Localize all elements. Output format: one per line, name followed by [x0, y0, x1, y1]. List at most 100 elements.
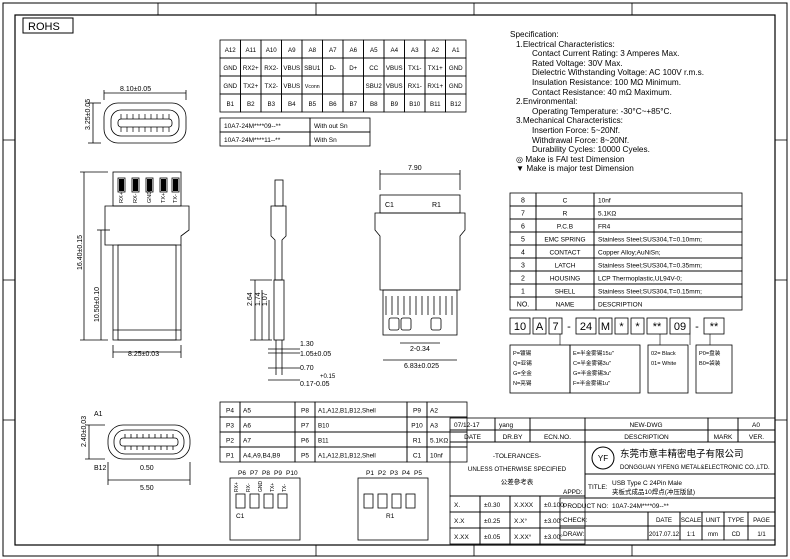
appd-label: APPD: [563, 489, 583, 496]
bom-no: 2 [521, 276, 525, 283]
pad-label: RX- [133, 193, 139, 203]
dim-side-070: 0.70 [300, 365, 314, 372]
top-view [88, 90, 187, 144]
spec-mark-text: Make is FAI test Dimension [525, 154, 625, 164]
pin-signal: TX2- [265, 83, 278, 90]
pin-signal: D+ [349, 65, 357, 72]
tolerance-unless: UNLESS OTHERWISE SPECIFIED [468, 466, 567, 473]
pad-label: RX+ [119, 192, 125, 203]
pin-signal: GND [223, 65, 237, 72]
pin-signal: TX1- [408, 65, 421, 72]
pin-signal: RX1+ [427, 83, 443, 90]
pad-label: TX- [173, 194, 179, 203]
spec-line: Insulation Resistance: 100 MΩ Minimum. [532, 78, 682, 87]
bom-name: LATCH [555, 263, 576, 270]
section-view [374, 170, 466, 361]
spec-line: Durability Cycles: 10000 Cyeles. [532, 145, 650, 155]
option-item: G=半金雾锡3u" [573, 369, 611, 377]
pn-code-box [532, 317, 547, 335]
bom-description: 10nf [598, 198, 611, 205]
meta-header: DATE [656, 517, 672, 524]
pn-code-box [703, 317, 725, 335]
product-number: 10A7-24M****09--** [612, 503, 669, 510]
pcb-pin-label: P7 [250, 470, 258, 477]
pn-code-char: * [635, 321, 640, 333]
meta-header: PAGE [753, 517, 770, 524]
bom-description: FR4 [598, 224, 611, 231]
pin-num: A12 [225, 47, 237, 54]
revision-mark: A0 [752, 422, 760, 429]
pn-code-box [598, 317, 613, 335]
tolerance-cell [539, 527, 586, 545]
dim-pcb-234: 2-0.34 [410, 346, 430, 353]
pad-label: GND [147, 191, 153, 203]
option-item: N=亮锡 [513, 379, 532, 387]
pinmap-signal: A4,A9,B4,B9 [243, 453, 281, 460]
pin-num: A5 [370, 47, 378, 54]
spec-line: Dielectric Withstanding Voltage: AC 100V… [532, 68, 705, 78]
bom-name: HOUSING [550, 276, 580, 283]
pn-code-char: 09 [674, 321, 686, 333]
variant-description: With Sn [314, 137, 337, 144]
pin-table-cell [322, 75, 344, 95]
side-view [250, 179, 300, 381]
revision-description: NEW-DWG [629, 422, 662, 429]
tolerance-key: X.X [454, 518, 465, 525]
pcb-pad-label: RX+ [234, 482, 240, 492]
end-b12-label: B12 [94, 465, 107, 472]
pinmap-cell [426, 446, 468, 463]
dim-body-length: 10.50±0.10 [94, 287, 101, 322]
bom-name: EMC SPRING [544, 237, 585, 244]
pcb-footprint-drawings [229, 477, 429, 541]
company-name-cn: 东莞市意丰精密电子有限公司 [620, 448, 744, 460]
pinmap-signal: A2 [430, 408, 438, 415]
meta-value: 2017.07.12 [649, 532, 680, 538]
pin-num: B4 [288, 101, 296, 108]
pcb-pad-label: GND [258, 481, 264, 493]
end-view-contacts [124, 434, 174, 450]
pin-num: A10 [266, 47, 278, 54]
spec-line: Rated Voltage: 30V Max. [532, 58, 623, 68]
pin-num: B6 [329, 101, 337, 108]
pinmap-pin: P4 [226, 408, 234, 415]
bom-no: 5 [521, 237, 525, 244]
pin-num: B1 [226, 101, 234, 108]
tolerance-title: -TOLERANCES- [493, 453, 541, 460]
option-item: G=全金 [513, 369, 532, 377]
option-item: Q=亚锡 [513, 359, 532, 367]
pinmap-signal: B11 [318, 438, 329, 445]
pin-signal: SBU2 [366, 83, 383, 90]
pcb-pin-label: P6 [238, 470, 246, 477]
title-label: TITLE: [588, 484, 608, 491]
section-c1-label: C1 [385, 202, 394, 209]
pn-code-char: - [695, 321, 699, 333]
bom-no: 1 [521, 289, 525, 296]
pin-num: A1 [452, 47, 460, 54]
front-view [80, 171, 190, 358]
pinmap-pin: P5 [301, 453, 309, 460]
pcb-c1-label: C1 [236, 513, 245, 520]
pinmap-signal: A7 [243, 438, 251, 445]
pinmap-pin: P6 [301, 438, 309, 445]
pn-code-box [548, 317, 563, 335]
pinmap-pin: R1 [413, 438, 422, 445]
pinmap-pin: P7 [301, 423, 309, 430]
revision-cell [529, 417, 586, 431]
pin-num: B7 [349, 101, 357, 108]
bom-name: NAME [556, 302, 575, 309]
pin-num: A2 [431, 47, 439, 54]
pn-code-char: ** [710, 321, 719, 333]
pcb-pin-label: P4 [402, 470, 410, 477]
spec-line: Contact Resistance: 40 mΩ Maximum. [532, 87, 672, 97]
dim-width-790: 7.90 [408, 165, 422, 172]
bom-name: CONTACT [550, 250, 581, 257]
spec-line: ◎ Make is FAI test Dimension [516, 155, 625, 164]
meta-value: 1/1 [757, 532, 766, 538]
bom-desc-cell [593, 296, 743, 311]
pcb-pin-label: P8 [262, 470, 270, 477]
pn-code-box [614, 317, 629, 335]
pcb-pad-label: TX- [282, 484, 288, 492]
